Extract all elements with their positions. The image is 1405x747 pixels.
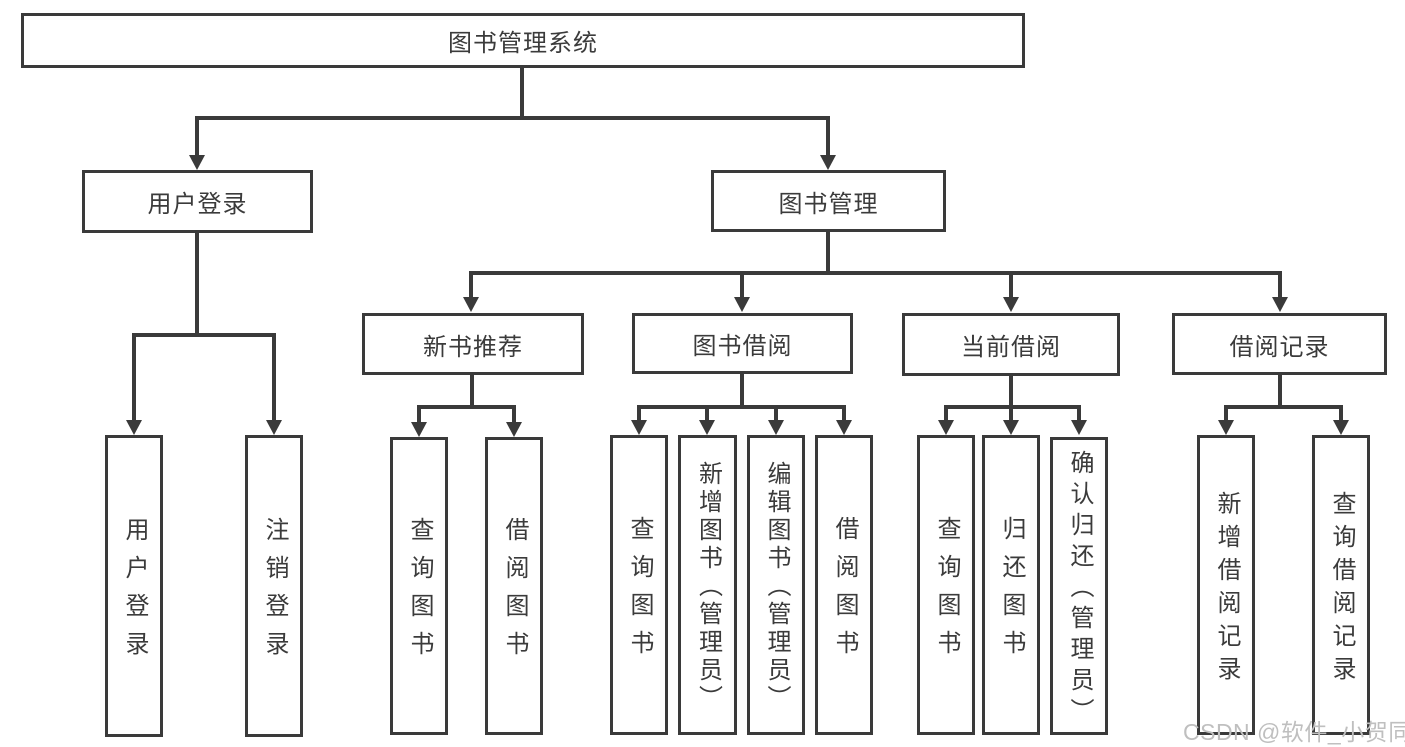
arrowhead-down-icon bbox=[1071, 420, 1087, 435]
connector-line bbox=[826, 116, 830, 156]
leaf-user-login: 用户登录 bbox=[105, 435, 163, 737]
connector-line bbox=[740, 374, 744, 408]
arrowhead-down-icon bbox=[189, 155, 205, 170]
leaf-nb-borrow-books: 借阅图书 bbox=[485, 437, 543, 735]
connector-line bbox=[1278, 271, 1282, 298]
arrowhead-down-icon bbox=[411, 422, 427, 437]
connector-line bbox=[132, 333, 276, 337]
node-label: 借阅记录 bbox=[1229, 333, 1330, 361]
connector-line bbox=[195, 233, 199, 335]
connector-line bbox=[1077, 405, 1081, 421]
leaf-label: 查询图书 bbox=[626, 516, 653, 668]
connector-line bbox=[417, 405, 516, 409]
leaf-label: 借阅图书 bbox=[831, 516, 858, 668]
connector-line bbox=[842, 405, 846, 421]
connector-line bbox=[1009, 376, 1013, 408]
arrowhead-down-icon bbox=[1272, 297, 1288, 312]
arrowhead-down-icon bbox=[631, 420, 647, 435]
leaf-label: 编辑图书（管理员） bbox=[763, 461, 790, 713]
leaf-label: 查询图书 bbox=[933, 516, 960, 668]
csdn-watermark: CSDN @软件_小贺同学 bbox=[1183, 719, 1405, 745]
leaf-br-query-record: 查询借阅记录 bbox=[1312, 435, 1370, 735]
node-book-management-branch: 图书管理 bbox=[711, 170, 946, 232]
leaf-label: 注销登录 bbox=[261, 517, 288, 669]
node-label: 图书管理 bbox=[778, 190, 879, 218]
leaf-label: 查询图书 bbox=[406, 517, 433, 669]
node-current-borrow: 当前借阅 bbox=[902, 313, 1120, 376]
leaf-label: 新增图书（管理员） bbox=[694, 461, 722, 713]
node-label: 图书管理系统 bbox=[448, 30, 598, 57]
connector-line bbox=[1339, 405, 1343, 421]
connector-line bbox=[1224, 405, 1343, 409]
node-library-system-root: 图书管理系统 bbox=[21, 13, 1025, 68]
connector-line bbox=[826, 232, 830, 275]
node-borrow-records: 借阅记录 bbox=[1172, 313, 1387, 375]
arrowhead-down-icon bbox=[768, 420, 784, 435]
connector-line bbox=[132, 333, 136, 420]
connector-line bbox=[1009, 271, 1013, 298]
arrowhead-down-icon bbox=[1003, 420, 1019, 435]
leaf-bb-borrow-books: 借阅图书 bbox=[815, 435, 873, 735]
connector-line bbox=[470, 375, 474, 408]
arrowhead-down-icon bbox=[1333, 420, 1349, 435]
node-user-login-branch: 用户登录 bbox=[82, 170, 313, 233]
leaf-cb-confirm-return-admin: 确认归还（管理员） bbox=[1050, 437, 1108, 735]
arrowhead-down-icon bbox=[1003, 297, 1019, 312]
node-book-borrow: 图书借阅 bbox=[632, 313, 853, 374]
arrowhead-down-icon bbox=[266, 420, 282, 435]
leaf-cb-return-books: 归还图书 bbox=[982, 435, 1040, 735]
leaf-label: 查询借阅记录 bbox=[1328, 490, 1355, 689]
connector-line bbox=[520, 68, 524, 118]
arrowhead-down-icon bbox=[506, 422, 522, 437]
leaf-bb-query-books: 查询图书 bbox=[610, 435, 668, 735]
leaf-label: 新增借阅记录 bbox=[1213, 490, 1240, 689]
node-label: 图书借阅 bbox=[692, 333, 793, 360]
connector-line bbox=[774, 405, 778, 421]
node-new-book-recommend: 新书推荐 bbox=[362, 313, 584, 375]
connector-line bbox=[417, 405, 421, 422]
leaf-logout: 注销登录 bbox=[245, 435, 303, 737]
connector-line bbox=[637, 405, 846, 409]
arrowhead-down-icon bbox=[463, 297, 479, 312]
arrowhead-down-icon bbox=[126, 420, 142, 435]
arrowhead-down-icon bbox=[820, 155, 836, 170]
node-label: 新书推荐 bbox=[423, 333, 523, 361]
connector-line bbox=[272, 333, 276, 420]
connector-line bbox=[469, 271, 1282, 275]
arrowhead-down-icon bbox=[938, 420, 954, 435]
leaf-label: 用户登录 bbox=[121, 517, 148, 669]
connector-line bbox=[1278, 375, 1282, 408]
connector-line bbox=[705, 405, 709, 421]
connector-line bbox=[195, 116, 830, 120]
leaf-label: 确认归还（管理员） bbox=[1066, 450, 1093, 729]
node-label: 用户登录 bbox=[147, 191, 248, 218]
connector-line bbox=[740, 271, 744, 298]
arrowhead-down-icon bbox=[836, 420, 852, 435]
leaf-bb-edit-books-admin: 编辑图书（管理员） bbox=[747, 435, 805, 735]
leaf-label: 归还图书 bbox=[998, 516, 1025, 668]
connector-line bbox=[512, 405, 516, 422]
connector-line bbox=[469, 271, 473, 298]
connector-line bbox=[1009, 405, 1013, 421]
leaf-bb-add-books-admin: 新增图书（管理员） bbox=[678, 435, 737, 735]
connector-line bbox=[1224, 405, 1228, 421]
node-label: 当前借阅 bbox=[961, 334, 1061, 361]
connector-line bbox=[637, 405, 641, 421]
connector-line bbox=[195, 116, 199, 156]
connector-line bbox=[944, 405, 948, 421]
leaf-cb-query-books: 查询图书 bbox=[917, 435, 975, 735]
leaf-nb-query-books: 查询图书 bbox=[390, 437, 448, 735]
arrowhead-down-icon bbox=[699, 420, 715, 435]
leaf-label: 借阅图书 bbox=[501, 517, 528, 669]
leaf-br-add-record: 新增借阅记录 bbox=[1197, 435, 1255, 735]
arrowhead-down-icon bbox=[1218, 420, 1234, 435]
arrowhead-down-icon bbox=[734, 297, 750, 312]
